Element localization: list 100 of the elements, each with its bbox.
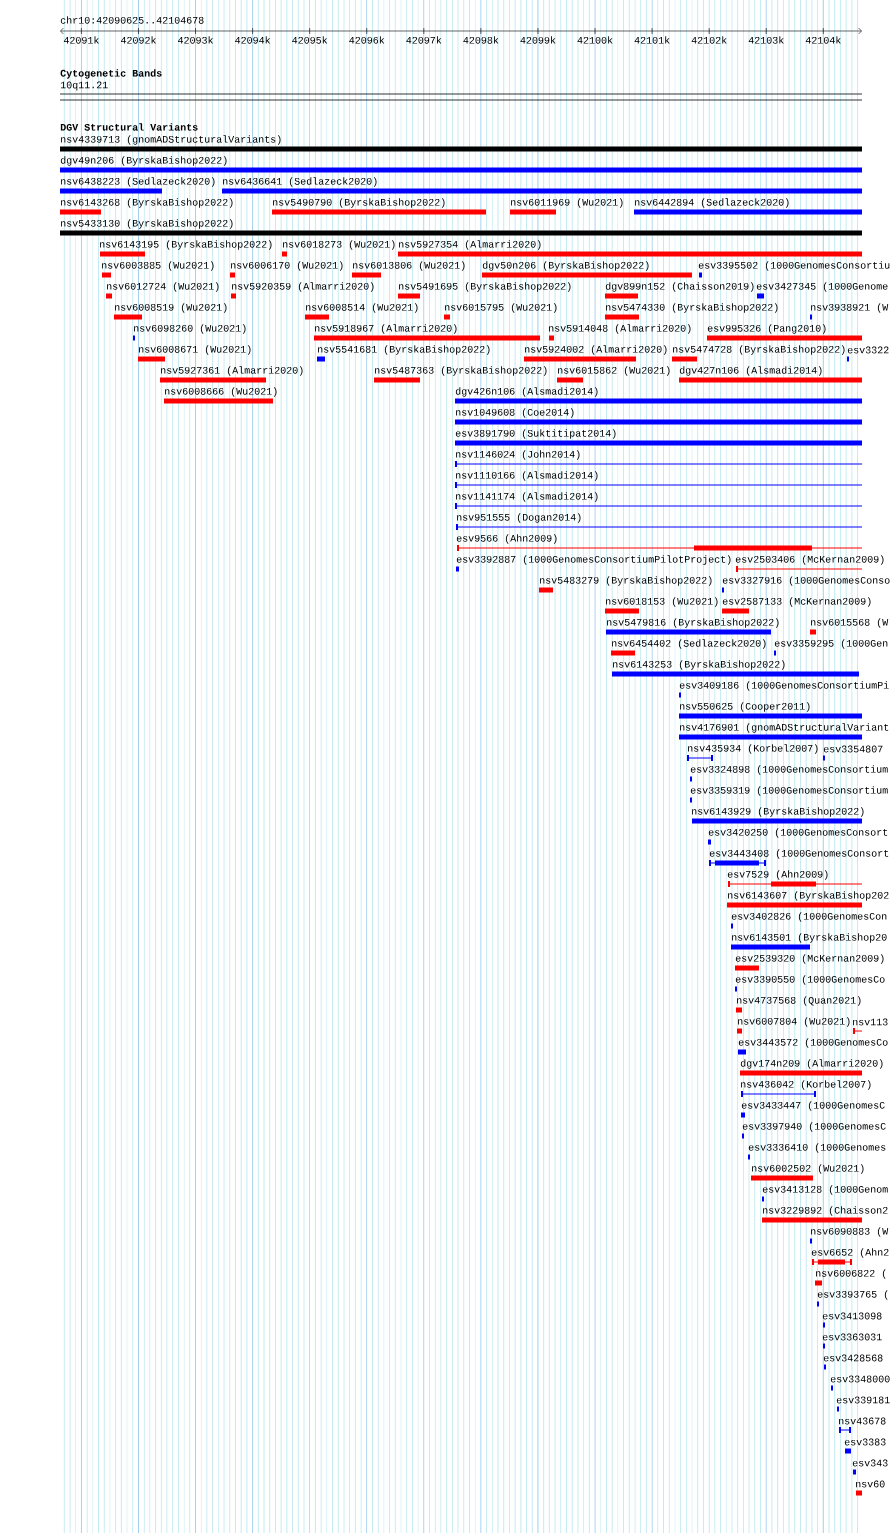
variant-label: esv6652 (Ahn2 xyxy=(811,1248,889,1258)
variant-label: nsv6018153 (Wu2021) xyxy=(606,597,718,607)
variant-label: nsv5490790 (ByrskaBishop2022) xyxy=(273,198,445,208)
coordinate-label: chr10:42090625..42104678 xyxy=(60,16,204,24)
variant-label: nsv6143253 (ByrskaBishop2022) xyxy=(613,660,785,670)
variant-label: nsv6454402 (Sedlazeck2020) xyxy=(612,639,766,649)
variant-label: nsv4176901 (gnomADStructuralVariant xyxy=(680,723,889,733)
variant-label: nsv5479816 (ByrskaBishop2022) xyxy=(607,618,779,628)
tick-label: 42101k xyxy=(634,36,670,44)
variant-label: dgv427n106 (Alsmadi2014) xyxy=(679,366,822,376)
variant-label: nsv6143195 (ByrskaBishop2022) xyxy=(100,240,272,250)
variant-label: esv2503406 (McKernan2009) xyxy=(735,555,884,565)
variant-label: nsv1141174 (Alsmadi2014) xyxy=(456,492,598,502)
variant-label: esv3402826 (1000GenomesCon xyxy=(731,912,887,922)
variant-label: nsv5914048 (Almarri2020) xyxy=(549,324,691,334)
variant-label: dgv426n106 (Alsmadi2014) xyxy=(455,387,598,397)
variant-label: esv3354807 xyxy=(823,745,883,753)
variant-label: esv3891790 (Suktitipat2014) xyxy=(455,429,616,439)
variant-label: nsv6098260 (Wu2021) xyxy=(134,324,246,334)
variant-label: nsv6015862 (Wu2021) xyxy=(558,366,670,376)
variant-label: nsv5920359 (Almarri2020) xyxy=(232,282,374,292)
tick-label: 42094k xyxy=(235,36,271,44)
variant-label: esv3359319 (1000GenomesConsortium xyxy=(690,786,888,796)
variant-label: nsv6438223 (Sedlazeck2020) xyxy=(61,177,215,187)
variant-label: esv3413128 (1000Genom xyxy=(762,1185,888,1195)
variant-label: esv7529 (Ahn2009) xyxy=(727,870,828,880)
variant-label: nsv6143268 (ByrskaBishop2022) xyxy=(61,198,233,208)
variant-label: nsv5924002 (Almarri2020) xyxy=(525,345,667,355)
variant-label: nsv3229892 (Chaisson2 xyxy=(763,1206,888,1216)
tick-label: 42103k xyxy=(748,36,784,44)
variant-label: esv3420250 (1000GenomesConsort xyxy=(708,828,888,838)
variant-label: esv3427345 (1000Genome xyxy=(756,282,888,292)
variant-label: esv3433447 (1000GenomesC xyxy=(741,1101,885,1111)
variant-label: dgv174n209 (Almarri2020) xyxy=(740,1059,883,1069)
tick-label: 42092k xyxy=(120,36,156,44)
variant-label: nsv436042 (Korbel2007) xyxy=(741,1080,871,1090)
variant-label: esv3383 xyxy=(844,1438,886,1446)
variant-label: nsv6008514 (Wu2021) xyxy=(306,303,418,313)
variant-label: esv343 xyxy=(852,1459,888,1467)
tick-label: 42096k xyxy=(349,36,385,44)
variant-label: nsv6015568 (W xyxy=(811,618,889,628)
variant-label: nsv5491695 (ByrskaBishop2022) xyxy=(399,282,571,292)
variant-label: nsv6143607 (ByrskaBishop202 xyxy=(728,891,889,901)
variant-label: esv3443572 (1000GenomesCo xyxy=(738,1038,888,1048)
variant-label: nsv6011969 (Wu2021) xyxy=(511,198,623,208)
variant-label: nsv6008666 (Wu2021) xyxy=(165,387,277,397)
variant-label: esv2539320 (McKernan2009) xyxy=(735,954,884,964)
variant-label: nsv3938921 (W xyxy=(811,303,889,313)
variant-label: nsv5474330 (ByrskaBishop2022) xyxy=(606,303,778,313)
variant-label: nsv6015795 (Wu2021) xyxy=(445,303,557,313)
variant-label: esv3348000 xyxy=(830,1375,890,1383)
variant-label: nsv113 xyxy=(853,1018,888,1026)
variant-label: dgv899n152 (Chaisson2019) xyxy=(605,282,754,292)
variant-label: nsv6090883 (W xyxy=(811,1227,889,1237)
variant-label: nsv5927354 (Almarri2020) xyxy=(399,240,541,250)
variant-label: nsv43678 xyxy=(839,1417,886,1425)
variant-label: nsv6436641 (Sedlazeck2020) xyxy=(223,177,377,187)
variant-label: esv3395502 (1000GenomesConsortiu xyxy=(698,261,890,271)
variant-label: nsv6012724 (Wu2021) xyxy=(107,282,219,292)
variant-label: esv9566 (Ahn2009) xyxy=(456,534,557,544)
variant-label: nsv6442894 (Sedlazeck2020) xyxy=(635,198,789,208)
track-heading: Cytogenetic Bands xyxy=(60,69,162,79)
tick-label: 42095k xyxy=(292,36,328,44)
variant-label: esv3392887 (1000GenomesConsortiumPilotProject) xyxy=(456,555,731,565)
variant-label: esv3443408 (1000GenomesConsort xyxy=(709,849,889,859)
tick-label: 42091k xyxy=(63,36,99,44)
variant-label: esv3359295 (1000Gen xyxy=(774,639,888,649)
variant-label: nsv6143929 (ByrskaBishop2022) xyxy=(692,807,864,817)
tick-label: 42098k xyxy=(463,36,499,44)
variant-label: nsv6006170 (Wu2021) xyxy=(231,261,343,271)
variant-label: nsv5433130 (ByrskaBishop2022) xyxy=(61,219,233,229)
tick-label: 42099k xyxy=(520,36,556,44)
variant-label: esv995326 (Pang2010) xyxy=(707,324,826,334)
tick-label: 42104k xyxy=(805,36,841,44)
variant-label: nsv550625 (Cooper2011) xyxy=(680,702,810,712)
variant-label: nsv6018273 (Wu2021) xyxy=(283,240,395,250)
variant-label: esv3324898 (1000GenomesConsortium xyxy=(690,765,888,775)
variant-label: dgv50n206 (ByrskaBishop2022) xyxy=(482,261,649,271)
variant-label: nsv5487363 (ByrskaBishop2022) xyxy=(375,366,547,376)
variant-label: nsv1049608 (Coe2014) xyxy=(456,408,574,418)
variant-label: nsv6006822 ( xyxy=(816,1269,886,1279)
variant-label: nsv6013806 (Wu2021) xyxy=(353,261,465,271)
variant-label: esv3393765 ( xyxy=(817,1290,888,1300)
variant-label: dgv49n206 (ByrskaBishop2022) xyxy=(60,156,227,166)
variant-label: nsv5927361 (Almarri2020) xyxy=(161,366,303,376)
variant-label: nsv951555 (Dogan2014) xyxy=(457,513,581,523)
variant-label: esv3336410 (1000Genomes xyxy=(748,1143,886,1153)
tick-label: 42100k xyxy=(577,36,613,44)
variant-label: esv3413098 xyxy=(822,1312,882,1320)
tick-label: 42093k xyxy=(178,36,214,44)
variant-label: esv2587133 (McKernan2009) xyxy=(722,597,871,607)
variant-label: esv3409186 (1000GenomesConsortiumPi xyxy=(679,681,889,691)
variant-label: nsv5483279 (ByrskaBishop2022) xyxy=(540,576,712,586)
variant-label: nsv5474728 (ByrskaBishop2022) xyxy=(673,345,845,355)
variant-label: nsv6008519 (Wu2021) xyxy=(115,303,227,313)
variant-label: nsv1146024 (John2014) xyxy=(456,450,580,460)
tick-label: 42097k xyxy=(406,36,442,44)
variant-label: nsv6003885 (Wu2021) xyxy=(102,261,214,271)
variant-label: nsv4339713 (gnomADStructuralVariants) xyxy=(61,135,281,145)
variant-label: nsv1110166 (Alsmadi2014) xyxy=(456,471,598,481)
